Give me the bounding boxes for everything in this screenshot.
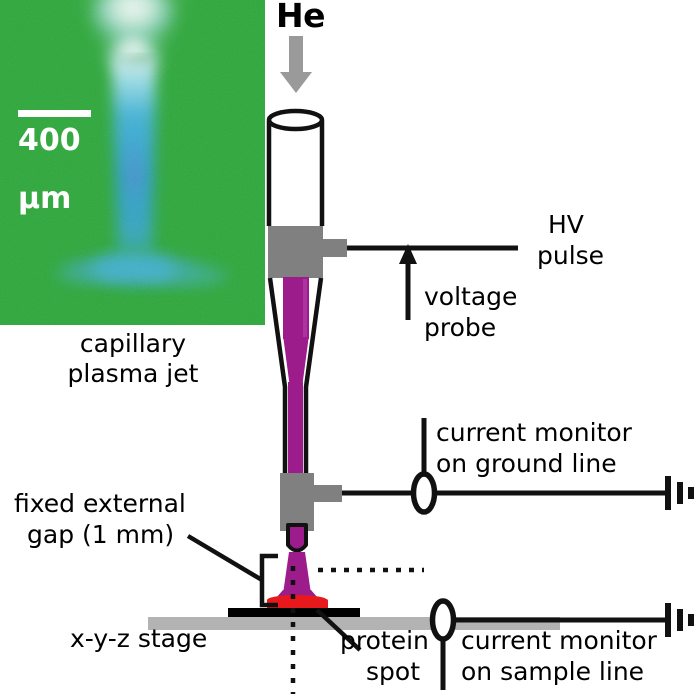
hv-pulse-label-line1: HV	[548, 210, 584, 239]
inset-caption-line1: capillary	[79, 329, 187, 358]
protein-spot-label-line1: protein	[340, 626, 429, 655]
protein-spot-label-line2: spot	[366, 657, 420, 686]
lower-electrode	[280, 473, 342, 531]
capillary-open-top	[266, 108, 325, 132]
inset-caption-line2: plasma jet	[67, 359, 199, 388]
current-monitor-sample-label-line2: on sample line	[461, 657, 645, 686]
gas-arrow-icon	[280, 36, 312, 93]
capillary-tube	[266, 108, 325, 226]
ground-symbol-lower-icon	[665, 603, 694, 637]
voltage-probe-label-line2: probe	[424, 313, 497, 342]
lower-electrode-tab	[314, 485, 342, 502]
current-monitor-sample-icon	[429, 598, 457, 642]
current-monitor-sample-label-line1: current monitor	[461, 626, 657, 655]
capillary-taper	[267, 277, 324, 480]
voltage-probe-label-line1: voltage	[424, 282, 518, 311]
current-monitor-ground-label-line1: current monitor	[436, 418, 632, 447]
gap-leader-line	[186, 534, 264, 582]
gas-label: He	[276, 0, 326, 35]
current-monitor-ground-label-line2: on ground line	[436, 449, 617, 478]
stage-label: x-y-z stage	[70, 624, 208, 653]
upper-electrode-tab	[323, 239, 347, 257]
plasma-column	[283, 277, 309, 480]
hv-pulse-label-line2: pulse	[537, 241, 605, 270]
protein-spot	[267, 595, 328, 610]
protein-leader-line	[315, 608, 362, 652]
current-monitor-ground-icon	[410, 471, 438, 515]
inset-photograph	[0, 0, 265, 325]
gap-label-line1: fixed external	[14, 489, 186, 518]
voltage-probe-arrow	[399, 244, 417, 320]
upper-electrode	[268, 226, 347, 278]
inset-scalebar-value: 400	[18, 123, 81, 158]
ground-symbol-upper-icon	[665, 476, 694, 510]
gap-label-line2: gap (1 mm)	[27, 520, 175, 549]
gap-bracket	[259, 553, 278, 608]
inset-scalebar-unit: μm	[18, 181, 72, 216]
inset-scalebar	[18, 110, 91, 117]
